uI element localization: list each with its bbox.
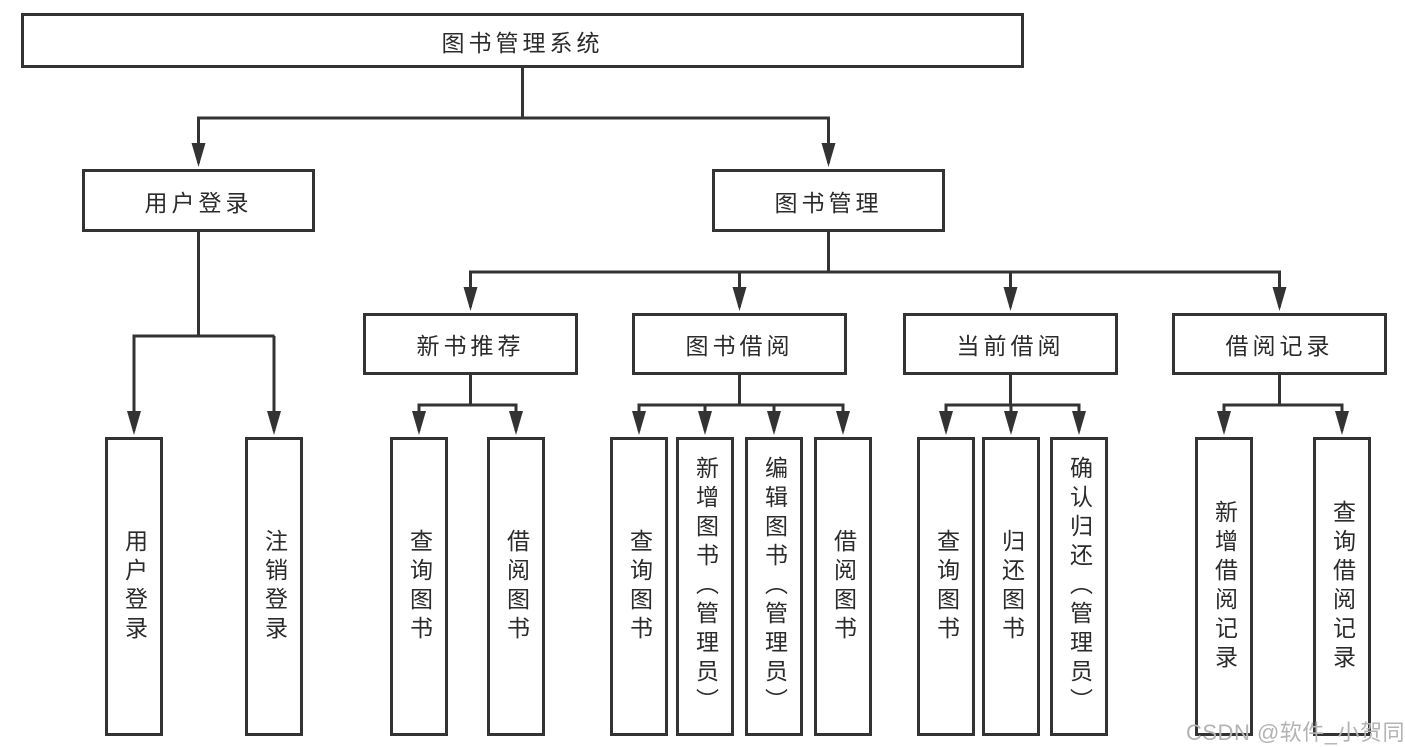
leaf-confirm-return-admin: 确认归还（管理员） bbox=[1050, 437, 1108, 736]
node-current-borrow: 当前借阅 bbox=[903, 313, 1118, 375]
node-library-system-root: 图书管理系统 bbox=[21, 13, 1024, 68]
node-label: 用户登录 bbox=[121, 528, 148, 645]
leaf-borrow-books: 借阅图书 bbox=[814, 437, 872, 736]
node-label: 借阅图书 bbox=[830, 528, 857, 645]
leaf-user-login: 用户登录 bbox=[105, 437, 163, 736]
node-label: 确认归还（管理员） bbox=[1066, 456, 1093, 717]
node-label: 查询借阅记录 bbox=[1329, 499, 1356, 674]
leaf-query-borrow-record: 查询借阅记录 bbox=[1313, 437, 1371, 736]
node-label: 查询图书 bbox=[406, 528, 433, 645]
node-borrow-records: 借阅记录 bbox=[1172, 313, 1387, 375]
node-label: 归还图书 bbox=[998, 528, 1025, 645]
leaf-borrow-query-books: 查询图书 bbox=[610, 437, 668, 736]
node-label: 用户登录 bbox=[144, 189, 253, 216]
leaf-add-borrow-record: 新增借阅记录 bbox=[1195, 437, 1253, 736]
node-new-book-recommend: 新书推荐 bbox=[363, 313, 578, 375]
node-label: 图书管理 bbox=[774, 189, 883, 216]
leaf-return-books: 归还图书 bbox=[982, 437, 1040, 736]
node-book-management: 图书管理 bbox=[712, 169, 945, 232]
node-label: 图书管理系统 bbox=[441, 29, 604, 56]
node-label: 借阅图书 bbox=[503, 528, 530, 645]
node-label: 编辑图书（管理员） bbox=[761, 456, 788, 717]
leaf-recommend-query-books: 查询图书 bbox=[390, 437, 448, 736]
node-label: 新书推荐 bbox=[416, 333, 525, 359]
leaf-logout: 注销登录 bbox=[245, 437, 303, 736]
node-label: 新增借阅记录 bbox=[1211, 499, 1238, 674]
node-label: 新增图书（管理员） bbox=[692, 456, 719, 717]
node-label: 当前借阅 bbox=[956, 333, 1065, 359]
leaf-edit-book-admin: 编辑图书（管理员） bbox=[745, 437, 803, 736]
node-label: 图书借阅 bbox=[685, 333, 794, 359]
leaf-add-book-admin: 新增图书（管理员） bbox=[676, 437, 734, 736]
leaf-current-query-books: 查询图书 bbox=[917, 437, 975, 736]
node-user-login: 用户登录 bbox=[82, 169, 315, 232]
node-label: 查询图书 bbox=[933, 528, 960, 645]
csdn-watermark: CSDN @软件_小贺同学 bbox=[1186, 720, 1405, 745]
leaf-recommend-borrow-books: 借阅图书 bbox=[487, 437, 545, 736]
node-book-borrow: 图书借阅 bbox=[632, 313, 847, 375]
node-label: 借阅记录 bbox=[1225, 333, 1334, 359]
node-label: 查询图书 bbox=[626, 528, 653, 645]
node-label: 注销登录 bbox=[261, 528, 288, 645]
